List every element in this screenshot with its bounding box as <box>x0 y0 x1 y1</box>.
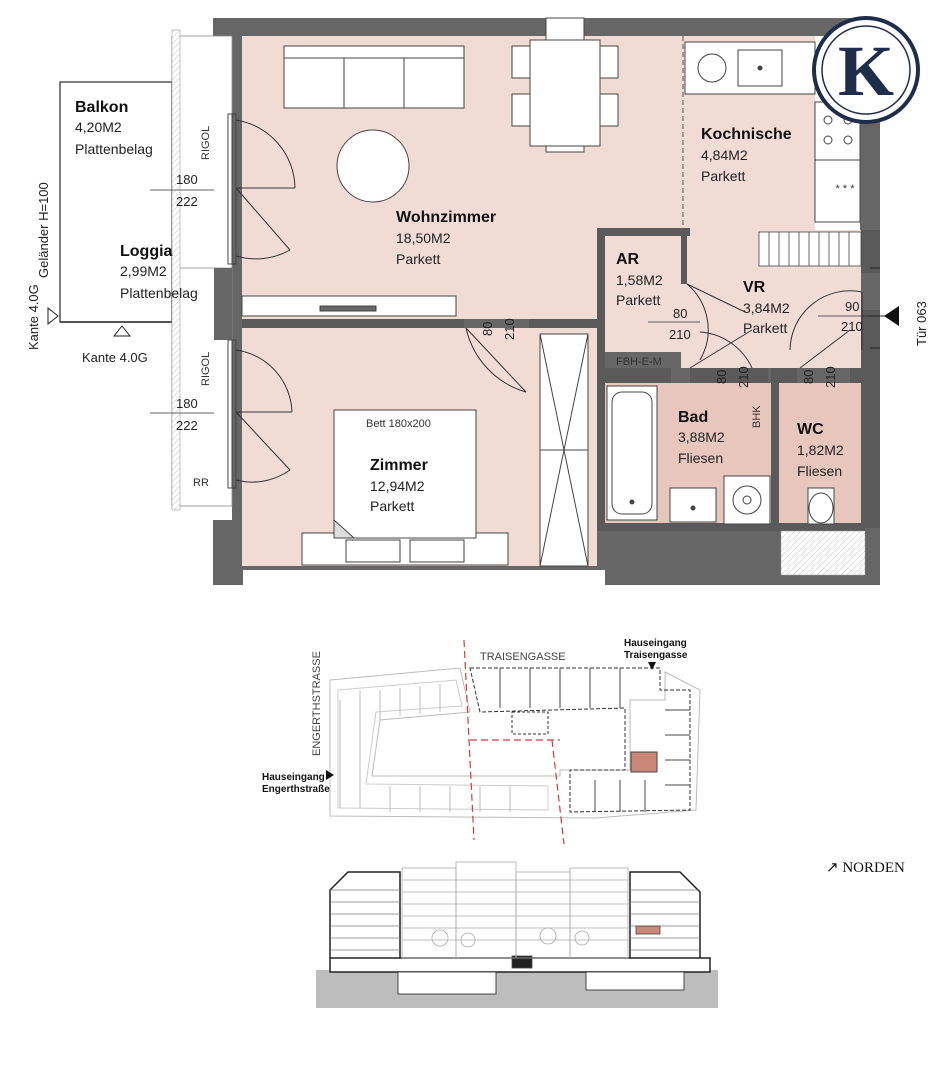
building-section <box>316 861 718 1008</box>
ar-floor: Parkett <box>616 292 660 308</box>
ar-area: 1,58M2 <box>616 272 663 288</box>
dining-table <box>529 39 601 147</box>
kitchen: * * * <box>684 41 861 223</box>
door-wz-height: 210 <box>502 318 517 340</box>
wc-area: 1,82M2 <box>797 442 844 458</box>
sofa <box>283 45 465 109</box>
vr-floor: Parkett <box>743 320 787 336</box>
key-plan <box>326 639 701 845</box>
win-top-width: 180 <box>176 172 198 187</box>
street-left: ENGERTHSTRASSE <box>311 651 323 756</box>
kochnische-floor: Parkett <box>701 168 745 184</box>
tuer-label: Tür 063 <box>914 301 929 346</box>
bad-name: Bad <box>678 409 708 426</box>
loggia-name: Loggia <box>120 243 173 260</box>
bad-floor: Fliesen <box>678 450 723 466</box>
gelaender-label: Geländer H=100 <box>36 182 51 278</box>
coffee-table <box>336 129 410 203</box>
kante-horizontal-label: Kante 4.0G <box>82 350 148 365</box>
logo-letter: K <box>838 31 894 111</box>
vr-area: 3,84M2 <box>743 300 790 316</box>
zimmer-floor: Parkett <box>370 498 414 514</box>
bad-area: 3,88M2 <box>678 429 725 445</box>
rigol-top-label: RIGOL <box>200 126 212 160</box>
rigol-bottom-label: RIGOL <box>200 352 212 386</box>
balkon-area: 4,20M2 <box>75 119 122 135</box>
door-wc-width: 80 <box>801 370 816 384</box>
wc-floor: Fliesen <box>797 463 842 479</box>
door-vr-width: 90 <box>845 299 859 314</box>
door-wc-height: 210 <box>823 366 838 388</box>
ar-area <box>605 236 681 352</box>
win-bot-height: 222 <box>176 418 198 433</box>
bathroom-fixtures <box>606 385 835 525</box>
balcony <box>59 29 233 511</box>
wardrobe <box>539 333 589 567</box>
wohnzimmer-floor: Parkett <box>396 251 440 267</box>
door-bad-width: 80 <box>714 370 729 384</box>
door-vr-height: 210 <box>841 319 863 334</box>
kochnische-area: 4,84M2 <box>701 147 748 163</box>
corridor-window <box>780 530 866 576</box>
svg-text:* * *: * * * <box>836 183 856 195</box>
win-top-height: 222 <box>176 194 198 209</box>
rr-label: RR <box>193 477 209 489</box>
room-labels: Balkon 4,20M2 Plattenbelag Loggia 2,99M2… <box>75 99 844 514</box>
zimmer-name: Zimmer <box>370 457 428 474</box>
balkon-floor: Plattenbelag <box>75 141 153 157</box>
vr-name: VR <box>743 279 766 296</box>
door-ar-width: 80 <box>673 306 687 321</box>
ar-name: AR <box>616 251 640 268</box>
radiator <box>758 231 862 267</box>
door-wz-width: 80 <box>480 322 495 336</box>
windows <box>227 113 237 489</box>
entrance-left-2: Engerthstraße <box>262 784 330 795</box>
loggia-floor: Plattenbelag <box>120 285 198 301</box>
bed <box>301 409 509 566</box>
bett-label: Bett 180x200 <box>366 418 431 430</box>
key-plan-labels: TRAISENGASSE ENGERTHSTRASSE Hauseingang … <box>262 638 905 876</box>
wohnzimmer-name: Wohnzimmer <box>396 209 496 226</box>
unit-highlight <box>630 751 658 773</box>
zimmer-area: 12,94M2 <box>370 478 425 494</box>
window-swings <box>235 119 296 483</box>
norden-label: ↗ NORDEN <box>826 860 905 876</box>
kochnische-name: Kochnische <box>701 126 792 143</box>
interior-doors <box>465 283 863 393</box>
kante-vertical-label: Kante 4.0G <box>26 284 41 350</box>
door-ar-height: 210 <box>669 327 691 342</box>
street-top: TRAISENGASSE <box>480 651 566 663</box>
balkon-name: Balkon <box>75 99 128 116</box>
fbh-label: FBH-E-M <box>616 356 662 368</box>
unit-highlight-section <box>635 925 661 935</box>
furniture <box>241 17 619 317</box>
entrance-left-1: Hauseingang <box>262 772 325 783</box>
wc-name: WC <box>797 421 824 438</box>
annotation-labels: Geländer H=100 Kante 4.0G Kante 4.0G RIG… <box>26 126 929 489</box>
wohnzimmer-area: 18,50M2 <box>396 230 451 246</box>
loggia-area: 2,99M2 <box>120 263 167 279</box>
win-bot-width: 180 <box>176 396 198 411</box>
entrance-top-1: Hauseingang <box>624 638 687 649</box>
kante-markers <box>47 306 132 337</box>
bhk-label: BHK <box>751 405 763 428</box>
k-logo-icon: K <box>812 16 920 124</box>
door-bad-height: 210 <box>736 366 751 388</box>
entrance-top-2: Traisengasse <box>624 650 688 661</box>
